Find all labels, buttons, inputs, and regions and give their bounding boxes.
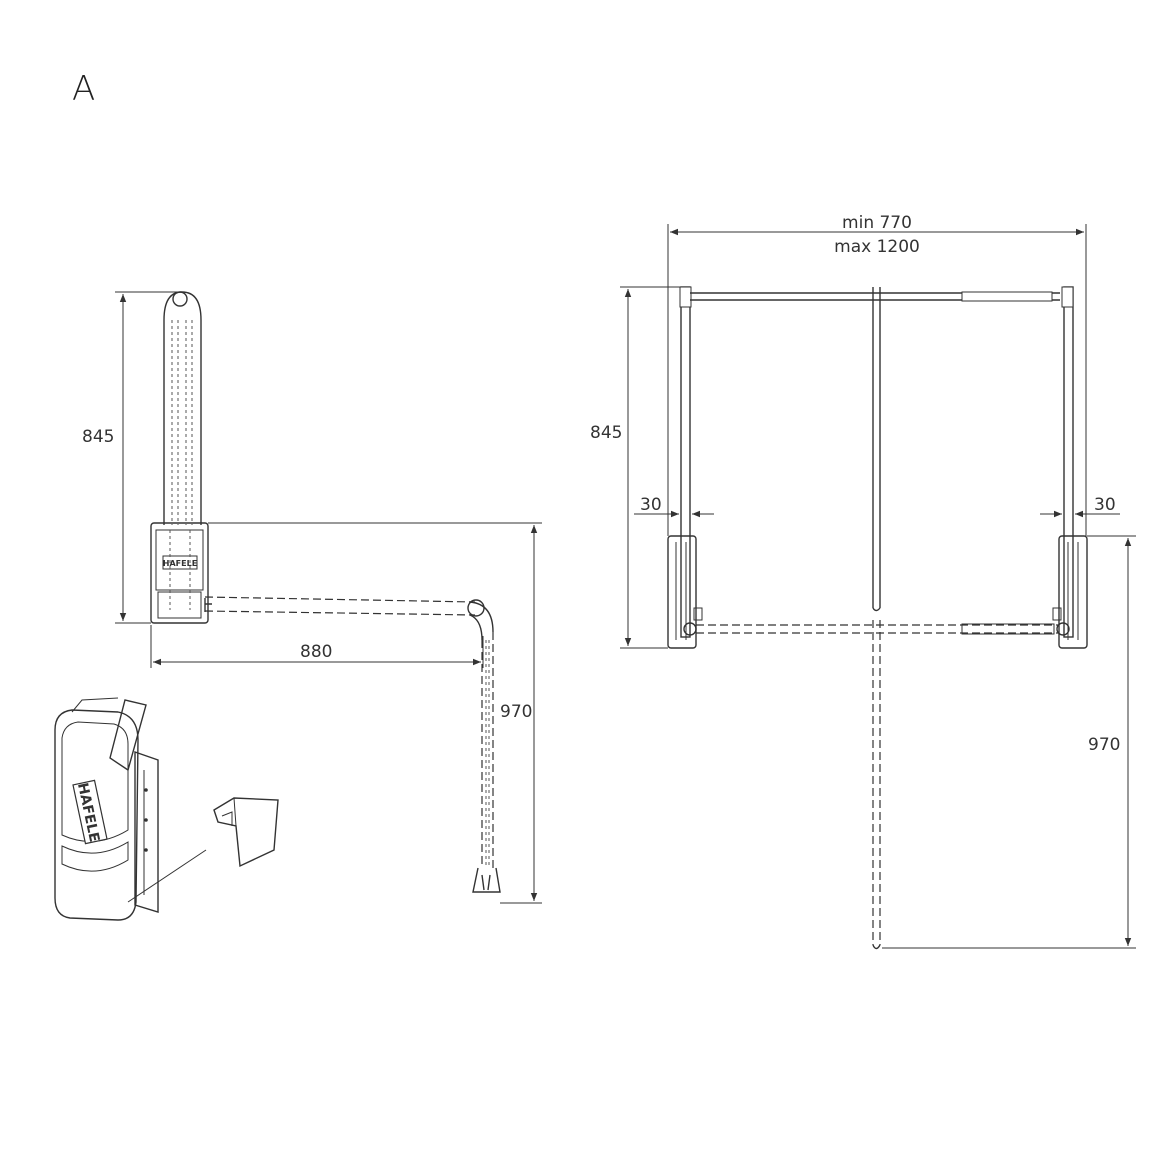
drawing-title: A: [72, 69, 95, 109]
front-width-dimension: min 770 max 1200: [667, 213, 1087, 536]
side-view: HAFELE 845 880: [82, 291, 542, 904]
side-height-label: 845: [82, 427, 114, 447]
side-vertical-arm: [163, 291, 202, 525]
side-horizontal-arm: [204, 596, 494, 641]
side-logo: HAFELE: [163, 559, 197, 568]
front-height-label: 845: [590, 423, 622, 443]
front-right-offset-dimension: 30: [1040, 495, 1120, 518]
detail-view: HAFELE: [54, 697, 279, 921]
front-drop-label: 970: [1088, 735, 1120, 755]
detail-bracket: [213, 797, 279, 868]
front-width-max-label: max 1200: [834, 237, 920, 257]
front-height-dimension: 845: [590, 286, 680, 649]
side-depth-label: 880: [300, 642, 332, 662]
front-right-housing: [1052, 535, 1088, 649]
side-height-dimension: 845: [82, 291, 180, 624]
front-width-min-label: min 770: [842, 213, 912, 233]
side-drop-dimension: 970: [208, 522, 542, 904]
front-view: min 770 max 1200 845 30 30 970: [590, 213, 1136, 950]
front-left-housing: [667, 535, 703, 649]
front-lower-bar: [696, 620, 1058, 950]
side-drop-label: 970: [500, 702, 532, 722]
front-left-offset-label: 30: [640, 495, 662, 515]
side-depth-dimension: 880: [150, 625, 484, 668]
front-right-offset-label: 30: [1094, 495, 1116, 515]
front-drop-dimension: 970: [882, 535, 1136, 949]
side-drop-arm: [472, 632, 501, 893]
front-top-bar: [690, 287, 1060, 612]
front-left-offset-dimension: 30: [634, 495, 714, 518]
side-mechanism-housing: HAFELE: [150, 522, 209, 624]
